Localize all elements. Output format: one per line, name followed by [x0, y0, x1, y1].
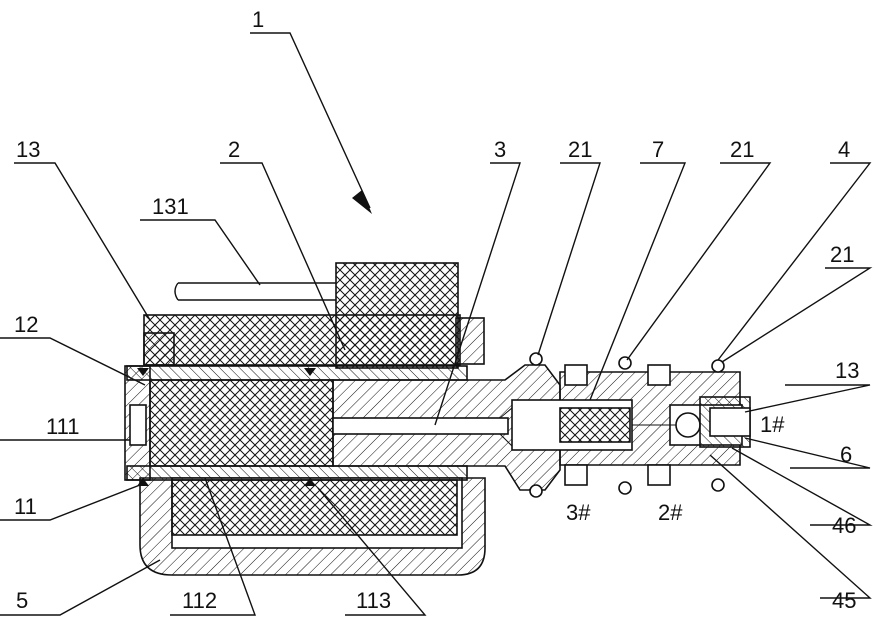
label-port-2: 2#: [658, 500, 683, 525]
o-ring-21-c-lower: [711, 478, 725, 492]
housing-upper-right-cap: [455, 317, 485, 365]
label-12: 12: [14, 312, 38, 337]
coil-winding-lower: [171, 479, 458, 536]
weld-mark-bm: [304, 478, 316, 486]
label-5: 5: [16, 588, 28, 613]
label-port-1: 1#: [760, 412, 785, 437]
label-2: 2: [228, 137, 240, 162]
label-4: 4: [838, 137, 850, 162]
lead-wire-end: [174, 282, 179, 301]
label-46: 46: [832, 513, 856, 538]
label-port-3: 3#: [566, 500, 591, 525]
label-21-a: 21: [568, 137, 592, 162]
sleeve-tube-upper-wall: [126, 365, 468, 381]
o-ring-21-b-upper: [618, 356, 632, 370]
sleeve-tube-lower-wall: [126, 465, 468, 481]
lead-wire-131: [178, 282, 336, 301]
o-ring-21-b-lower: [618, 481, 632, 495]
weld-mark-tm: [304, 368, 316, 376]
weld-mark-bl: [137, 478, 149, 486]
label-45: 45: [832, 588, 856, 613]
port-1-opening: [709, 407, 751, 437]
label-6: 6: [840, 442, 852, 467]
groove-port3-upper: [564, 364, 588, 386]
label-113: 113: [356, 588, 391, 613]
check-ball: [675, 412, 701, 438]
housing-upper-left-cap: [143, 332, 175, 366]
label-1: 1: [252, 7, 264, 32]
connector-block: [335, 262, 459, 369]
o-ring-21-a-upper: [529, 352, 543, 366]
groove-port2-upper: [647, 364, 671, 386]
label-7: 7: [652, 137, 664, 162]
label-3: 3: [494, 137, 506, 162]
label-13-top: 13: [16, 137, 40, 162]
label-21-b: 21: [730, 137, 754, 162]
armature-12: [149, 379, 334, 467]
groove-port3-lower: [564, 464, 588, 486]
o-ring-21-a-lower: [529, 484, 543, 498]
end-plug-recess: [129, 404, 147, 446]
label-112: 112: [182, 588, 217, 613]
direction-arrow: [352, 190, 372, 214]
weld-mark-tl: [137, 368, 149, 376]
label-111: 111: [46, 414, 79, 439]
label-13-right: 13: [835, 358, 859, 383]
label-131: 131: [152, 194, 189, 219]
push-rod: [332, 417, 509, 435]
label-11: 11: [14, 494, 37, 519]
label-21-c: 21: [830, 242, 854, 267]
leader-lines: [0, 32, 873, 616]
spool-7: [559, 407, 631, 443]
groove-port2-lower: [647, 464, 671, 486]
